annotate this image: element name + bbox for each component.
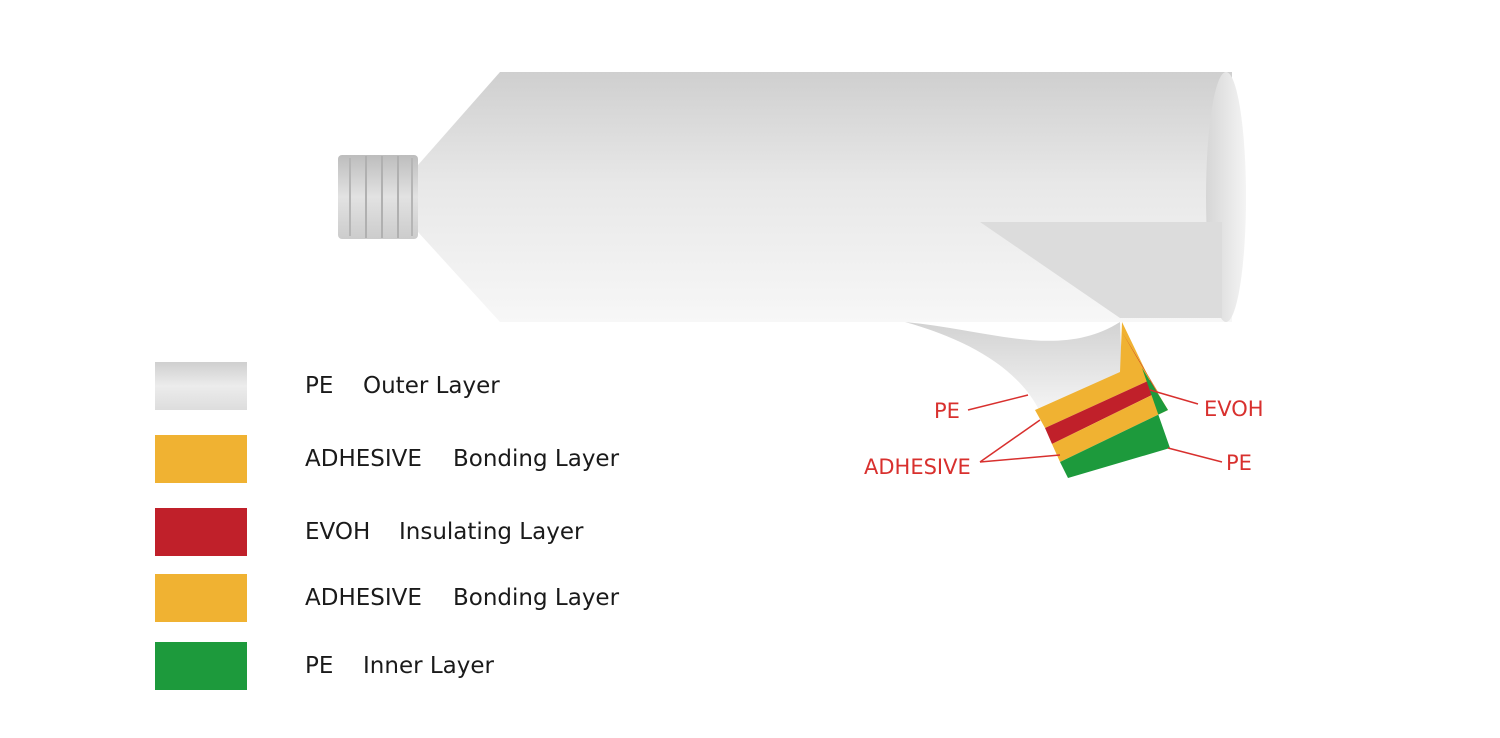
- tube-body: [418, 72, 1232, 322]
- legend-description: Bonding Layer: [453, 585, 620, 611]
- legend-item-pe-outer: PE Outer Layer: [155, 362, 755, 410]
- callout-pe-right: PE: [1226, 451, 1252, 475]
- legend-description: Bonding Layer: [453, 446, 620, 472]
- legend-swatch-pe-inner: [155, 642, 247, 690]
- legend-description: Outer Layer: [363, 373, 500, 399]
- tube-neck: [338, 155, 418, 239]
- legend-description: Insulating Layer: [399, 519, 584, 545]
- layer-strip-adhesive-outer: [1035, 322, 1150, 428]
- legend-material: PE: [305, 653, 334, 679]
- layer-strip-pe-inner: [1060, 368, 1170, 478]
- legend-item-adhesive-inner: ADHESIVE Bonding Layer: [155, 574, 755, 622]
- layer-strip-evoh: [1045, 332, 1158, 444]
- legend-swatch-evoh: [155, 508, 247, 556]
- callout-lines: [967, 389, 1223, 463]
- layer-strip-adhesive-inner: [1052, 350, 1168, 462]
- legend-material: PE: [305, 373, 334, 399]
- legend-swatch-adhesive: [155, 574, 247, 622]
- legend-material: ADHESIVE: [305, 446, 422, 472]
- legend-item-pe-inner: PE Inner Layer: [155, 642, 755, 690]
- callout-pe-left: PE: [934, 399, 960, 423]
- legend-swatch-pe-outer: [155, 362, 247, 410]
- legend-swatch-adhesive: [155, 435, 247, 483]
- legend-item-evoh: EVOH Insulating Layer: [155, 508, 755, 556]
- legend-material: ADHESIVE: [305, 585, 422, 611]
- legend-description: Inner Layer: [363, 653, 494, 679]
- legend-material: EVOH: [305, 519, 371, 545]
- callout-adhesive-left: ADHESIVE: [864, 455, 971, 479]
- callout-evoh-right: EVOH: [1204, 397, 1264, 421]
- legend-item-adhesive-outer: ADHESIVE Bonding Layer: [155, 435, 755, 483]
- tube-fold: [980, 222, 1222, 318]
- peel-flap-pe-outer: [905, 322, 1122, 412]
